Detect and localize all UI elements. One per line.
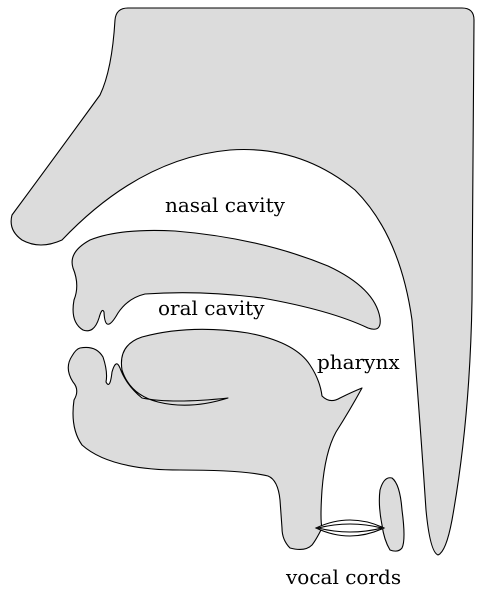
oral-cavity-label: oral cavity [158,296,265,320]
nasal-cavity-label: nasal cavity [165,193,286,217]
vocal-cords-label: vocal cords [285,565,401,589]
pharynx-label: pharynx [317,350,400,374]
arytenoid [379,478,404,551]
